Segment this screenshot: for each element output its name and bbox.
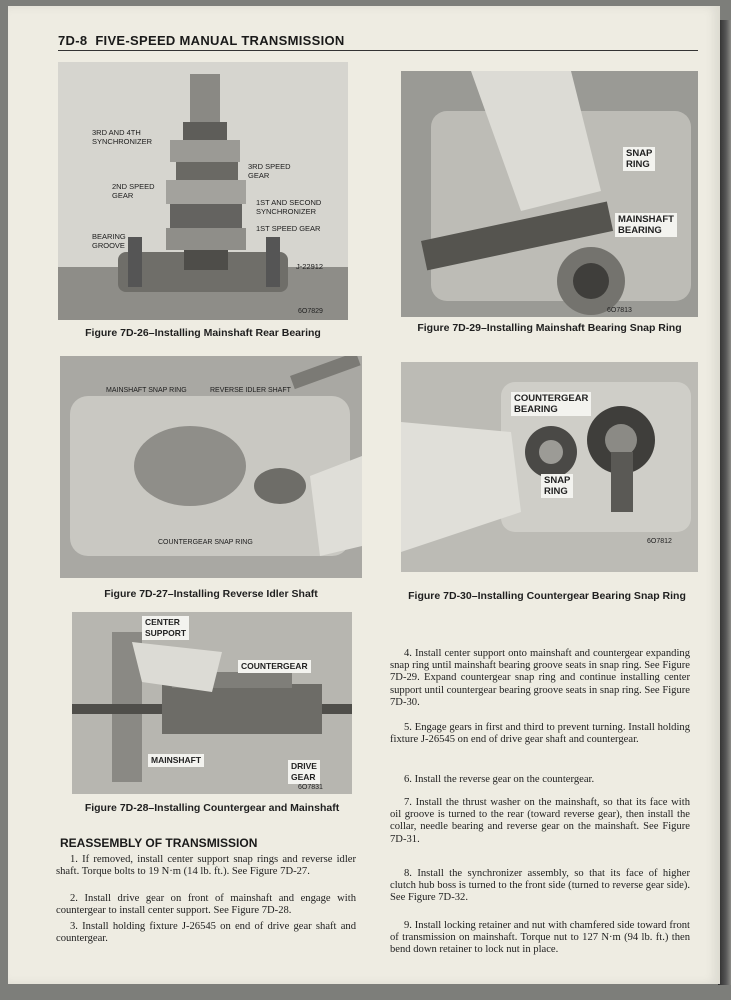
- page-id: 7D-8: [58, 33, 88, 48]
- figure-28-caption: Figure 7D-28–Installing Countergear and …: [84, 802, 340, 814]
- step-8: 8. Install the synchronizer assembly, so…: [390, 868, 690, 904]
- label-mainshaft: MAINSHAFT: [148, 754, 205, 767]
- label-drive-gear: DRIVE GEAR: [288, 760, 320, 784]
- figure-27-photo: MAINSHAFT SNAP RING REVERSE IDLER SHAFT …: [60, 356, 362, 578]
- step-9: 9. Install locking retainer and nut with…: [390, 920, 690, 956]
- step-7: 7. Install the thrust washer on the main…: [390, 797, 690, 845]
- negative-number: 6O7812: [647, 538, 672, 545]
- figure-28-photo: CENTER SUPPORT COUNTERGEAR MAINSHAFT DRI…: [72, 612, 352, 794]
- snap-ring-illustration: [421, 71, 691, 315]
- step-1: 1. If removed, install center support sn…: [56, 854, 356, 878]
- figure-27-caption: Figure 7D-27–Installing Reverse Idler Sh…: [104, 588, 318, 600]
- page-edge-shadow: [718, 20, 731, 985]
- label-2nd-speed-gear: 2ND SPEED GEAR: [112, 182, 155, 200]
- step-5: 5. Engage gears in first and third to pr…: [390, 722, 690, 746]
- figure-30-photo: COUNTERGEAR BEARING SNAP RING 6O7812: [401, 362, 698, 572]
- section-heading: REASSEMBLY OF TRANSMISSION: [60, 836, 258, 850]
- negative-number: 6O7831: [298, 784, 323, 791]
- label-mainshaft-bearing: MAINSHAFT BEARING: [615, 213, 677, 237]
- label-snap-ring: SNAP RING: [623, 147, 656, 171]
- step-2: 2. Install drive gear on front of mainsh…: [56, 893, 356, 917]
- figure-26-photo: 3RD AND 4TH SYNCHRONIZER 3RD SPEED GEAR …: [58, 62, 348, 320]
- label-reverse-idler-shaft: REVERSE IDLER SHAFT: [210, 387, 291, 394]
- label-countergear-snap-ring: COUNTERGEAR SNAP RING: [158, 539, 253, 546]
- label-1st-speed-gear: 1ST SPEED GEAR: [256, 224, 321, 233]
- negative-number: 6O7829: [298, 308, 323, 315]
- mainshaft-illustration: [58, 74, 348, 320]
- label-countergear-bearing: COUNTERGEAR BEARING: [511, 392, 592, 416]
- step-3: 3. Install holding fixture J-26545 on en…: [56, 921, 356, 945]
- step-6: 6. Install the reverse gear on the count…: [404, 774, 595, 785]
- reverse-idler-illustration: [70, 356, 362, 556]
- figure-29-photo: SNAP RING MAINSHAFT BEARING 6O7813: [401, 71, 698, 317]
- page-header: 7D-8 FIVE-SPEED MANUAL TRANSMISSION: [58, 33, 698, 51]
- label-1st-2nd-synchronizer: 1ST AND SECOND SYNCHRONIZER: [256, 198, 322, 216]
- label-3rd-4th-synchronizer: 3RD AND 4TH SYNCHRONIZER: [92, 128, 153, 146]
- countergear-mainshaft-illustration: [72, 632, 352, 782]
- negative-number: 6O7813: [607, 307, 632, 314]
- figure-30-caption: Figure 7D-30–Installing Countergear Bear…: [408, 590, 686, 602]
- label-3rd-speed-gear: 3RD SPEED GEAR: [248, 162, 291, 180]
- label-center-support: CENTER SUPPORT: [142, 616, 190, 640]
- figure-29-caption: Figure 7D-29–Installing Mainshaft Bearin…: [417, 322, 682, 334]
- page-title: FIVE-SPEED MANUAL TRANSMISSION: [95, 33, 345, 48]
- label-mainshaft-snap-ring: MAINSHAFT SNAP RING: [106, 387, 187, 394]
- figure-26-caption: Figure 7D-26–Installing Mainshaft Rear B…: [85, 327, 321, 339]
- step-4: 4. Install center support onto mainshaft…: [390, 648, 690, 708]
- label-bearing-groove: BEARING GROOVE: [92, 232, 126, 250]
- label-snap-ring: SNAP RING: [541, 474, 574, 498]
- label-tool-j22912: J-22912: [296, 262, 324, 271]
- label-countergear: COUNTERGEAR: [238, 660, 311, 673]
